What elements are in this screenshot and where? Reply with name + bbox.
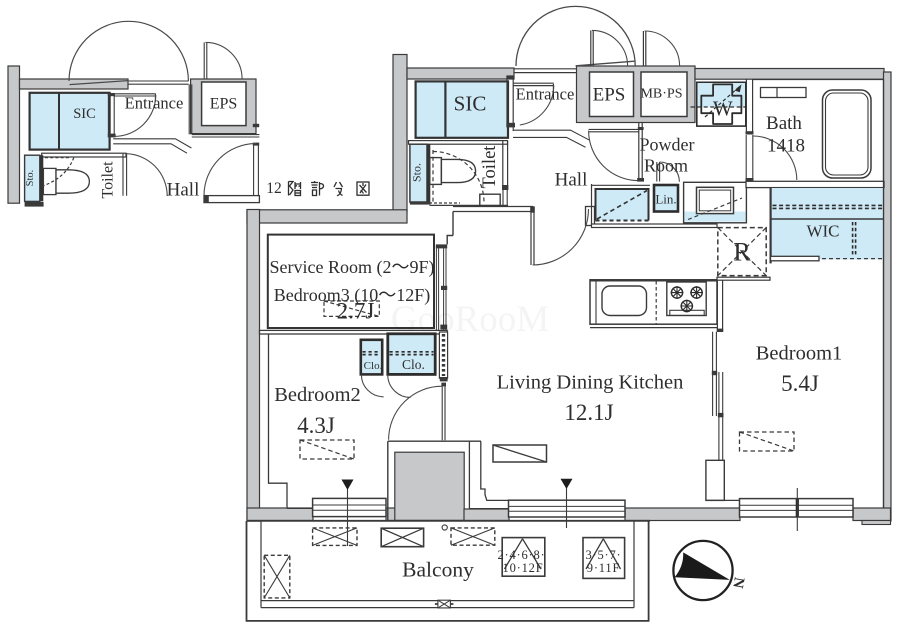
svg-text:Balcony: Balcony bbox=[402, 558, 474, 582]
svg-text:Entrance: Entrance bbox=[516, 85, 575, 104]
svg-text:W: W bbox=[713, 97, 733, 121]
svg-text:SIC: SIC bbox=[454, 91, 487, 115]
svg-text:10·12F: 10·12F bbox=[503, 561, 544, 575]
svg-text:3·5·7·: 3·5·7· bbox=[585, 548, 621, 562]
svg-text:MB·PS: MB·PS bbox=[640, 87, 682, 102]
svg-text:Powder: Powder bbox=[640, 134, 695, 154]
svg-text:Service Room (2～9F): Service Room (2～9F) bbox=[270, 257, 435, 278]
svg-text:EPS: EPS bbox=[210, 96, 238, 113]
svg-text:Clo.: Clo. bbox=[364, 360, 383, 372]
svg-text:Sto.: Sto. bbox=[410, 163, 424, 182]
svg-text:Bath: Bath bbox=[766, 113, 802, 134]
svg-text:Bedroom1: Bedroom1 bbox=[756, 343, 843, 365]
svg-text:WIC: WIC bbox=[806, 222, 839, 241]
svg-text:2·4·6·8·: 2·4·6·8· bbox=[497, 548, 545, 562]
svg-text:Bedroom2: Bedroom2 bbox=[274, 384, 361, 406]
svg-text:Room: Room bbox=[644, 155, 688, 175]
svg-text:Entrance: Entrance bbox=[125, 94, 184, 113]
svg-text:12.1J: 12.1J bbox=[564, 400, 613, 425]
svg-text:Sto.: Sto. bbox=[25, 170, 36, 187]
svg-text:GooRooM: GooRooM bbox=[391, 299, 549, 340]
svg-text:Hall: Hall bbox=[167, 180, 200, 201]
svg-text:Toilet: Toilet bbox=[100, 161, 117, 199]
svg-text:9·11F: 9·11F bbox=[587, 561, 620, 575]
svg-text:Lin.: Lin. bbox=[655, 192, 676, 207]
svg-text:R: R bbox=[733, 238, 751, 267]
svg-text:Bedroom3 (10～12F): Bedroom3 (10～12F) bbox=[274, 285, 431, 306]
svg-text:4.3J: 4.3J bbox=[297, 413, 335, 438]
svg-text:EPS: EPS bbox=[593, 85, 626, 106]
svg-text:Clo.: Clo. bbox=[402, 357, 425, 372]
svg-text:N: N bbox=[729, 576, 747, 590]
svg-text:1418: 1418 bbox=[767, 136, 805, 157]
svg-text:12: 12 bbox=[266, 180, 282, 197]
svg-text:2.7J: 2.7J bbox=[337, 299, 375, 324]
svg-text:Living Dining Kitchen: Living Dining Kitchen bbox=[497, 372, 684, 394]
svg-text:SIC: SIC bbox=[73, 106, 96, 122]
svg-text:5.4J: 5.4J bbox=[781, 371, 819, 396]
svg-text:Toilet: Toilet bbox=[480, 145, 500, 189]
svg-text:Hall: Hall bbox=[555, 170, 588, 191]
